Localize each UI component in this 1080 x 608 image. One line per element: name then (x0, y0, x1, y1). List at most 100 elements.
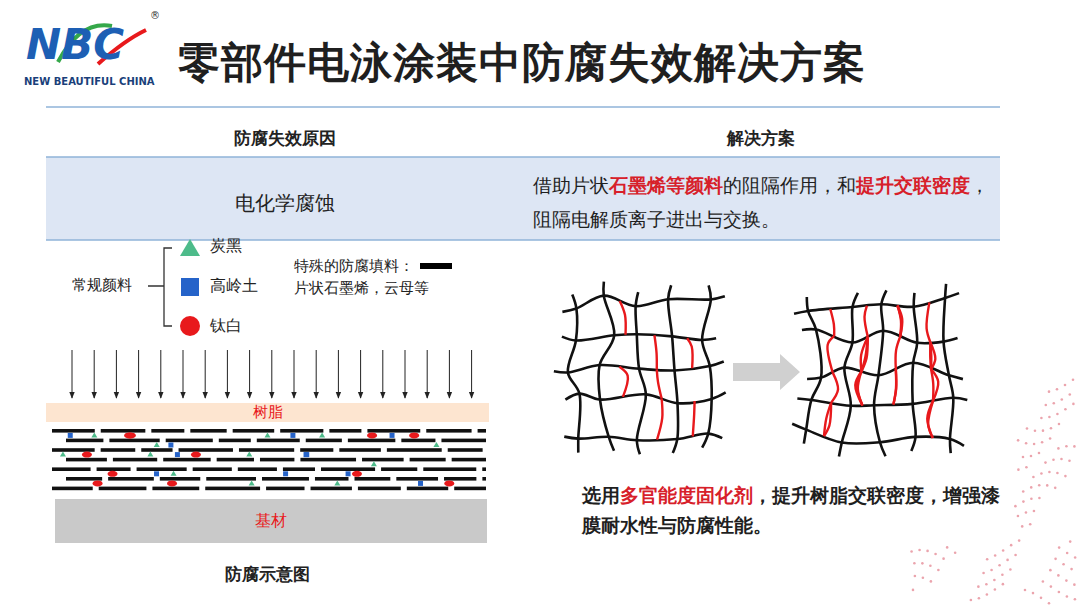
graphene-flake (141, 448, 172, 452)
decor-dot (1018, 539, 1021, 542)
graphene-flake (321, 467, 375, 471)
decor-dot (1060, 398, 1063, 401)
decor-dot (1066, 595, 1069, 598)
kaolin (68, 433, 73, 438)
crosslink (824, 403, 831, 436)
crosslink (898, 306, 903, 337)
decor-dot (1017, 468, 1020, 471)
crosslink (619, 367, 628, 397)
decor-dot (1010, 544, 1013, 547)
graphene-flake (109, 439, 159, 443)
highlight-text: 石墨烯等颜料 (609, 174, 723, 196)
decor-dot (1022, 500, 1025, 503)
legend-text: 特殊的防腐填料： (294, 257, 414, 276)
legend-swatch (180, 316, 200, 336)
carbon-black (171, 471, 177, 476)
decor-dot (912, 589, 915, 592)
crosslink (930, 342, 935, 369)
graphene-flake (257, 439, 300, 443)
carbon-black (319, 432, 325, 437)
decor-dot (1060, 458, 1063, 461)
titanium-white (108, 471, 118, 477)
graphene-flake (99, 487, 147, 491)
crosslink (893, 369, 896, 405)
penetration-arrow (160, 350, 161, 398)
polymer-chain (794, 293, 959, 314)
graphene-flake (454, 487, 486, 491)
kaolin (175, 452, 180, 457)
crosslink (861, 337, 867, 372)
decor-dot (990, 569, 993, 572)
graphene-flake (190, 429, 226, 433)
graphene-flake (160, 477, 200, 481)
decor-dot (1058, 423, 1061, 426)
polymer-chain (562, 296, 724, 312)
crosslink (928, 401, 933, 438)
graphene-flake (329, 429, 361, 433)
legend-text: 钛白 (210, 316, 242, 337)
graphene-flake (163, 458, 210, 462)
rule-line (46, 106, 1000, 108)
penetration-arrow (94, 350, 95, 398)
decor-dot (1032, 592, 1035, 595)
decor-dot (1044, 404, 1047, 407)
graphene-flake (355, 477, 391, 481)
decor-dot (1069, 540, 1072, 543)
graphene-flake (452, 458, 486, 462)
carbon-black (433, 442, 439, 447)
crosslink (824, 403, 831, 436)
decor-dot (1056, 413, 1059, 416)
polymer-chain (797, 398, 967, 406)
graphene-flake (448, 448, 483, 452)
polymer-chain (911, 293, 917, 451)
graphene-flake (66, 458, 107, 462)
decor-dot (993, 579, 996, 582)
crosslink-network (792, 284, 967, 457)
decor-dot (1038, 484, 1041, 487)
kaolin (346, 471, 351, 476)
body-text: 选用 (582, 484, 620, 506)
crosslink (927, 401, 933, 438)
crosslink (620, 301, 626, 335)
crosslink (861, 337, 868, 372)
decor-dot (1033, 510, 1036, 513)
decor-dot (1056, 472, 1059, 475)
penetration-arrow (249, 350, 250, 398)
decor-dot (929, 564, 932, 567)
decor-dot (1048, 390, 1051, 393)
graphene-flake (401, 439, 435, 443)
decor-dot (970, 599, 973, 602)
decor-dot (998, 564, 1001, 567)
decor-dot (982, 572, 985, 575)
titanium-white (409, 432, 419, 438)
decor-dot (1054, 558, 1057, 561)
crosslink (693, 401, 695, 436)
decor-dot (1040, 472, 1043, 475)
decor-dot (978, 597, 981, 600)
titanium-white (352, 471, 362, 477)
decor-dot (986, 593, 989, 596)
decor-dot (1065, 579, 1068, 582)
decor-dot (1064, 408, 1067, 411)
decor-dot (1017, 515, 1020, 518)
graphene-flake (387, 448, 442, 452)
group-label: 常规颜料 (72, 276, 132, 295)
graphene-flake (52, 448, 95, 452)
decor-dot (1074, 556, 1077, 559)
polymer-chain (802, 329, 958, 343)
penetration-arrow (316, 350, 317, 398)
carbon-black (60, 452, 66, 457)
decor-dot (1038, 452, 1041, 455)
graphene-flake (193, 467, 232, 471)
decor-dot (930, 580, 933, 583)
penetration-arrow (294, 350, 295, 398)
carbon-black (246, 452, 252, 457)
kaolin (283, 471, 288, 476)
graphene-flake (52, 429, 95, 433)
decor-dot (937, 569, 940, 572)
polymer-chain (943, 284, 953, 453)
decor-dot (1025, 466, 1028, 469)
graphene-flake (233, 429, 275, 433)
carbon-black (264, 432, 270, 437)
crosslink (654, 335, 656, 369)
